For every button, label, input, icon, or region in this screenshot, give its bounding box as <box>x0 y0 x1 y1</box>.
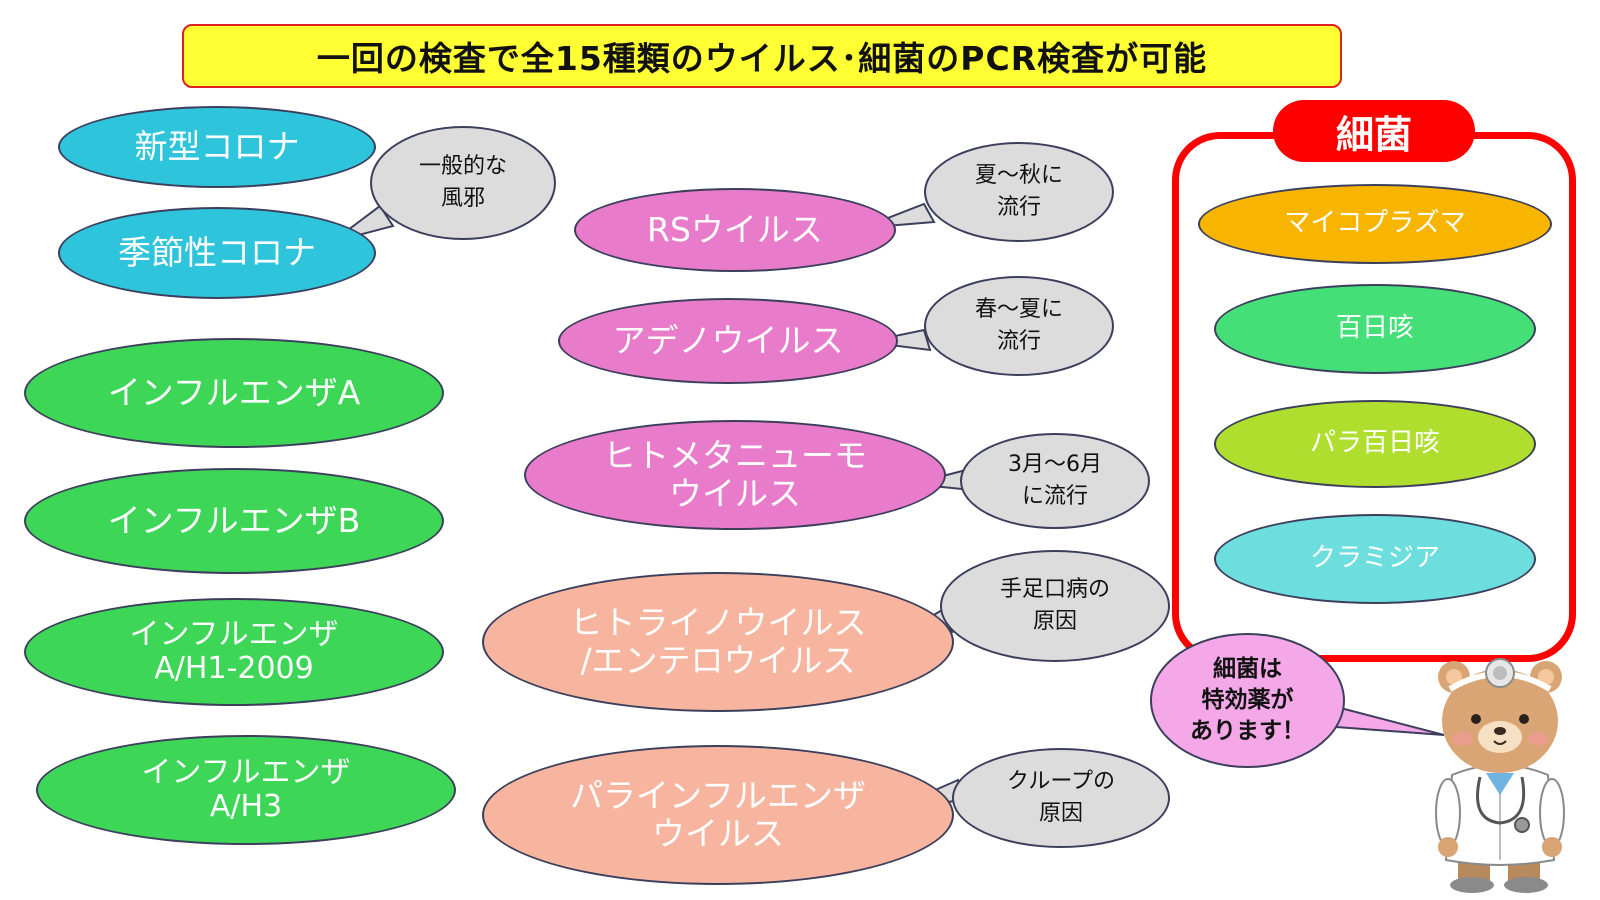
page-title: 一回の検査で全15種類のウイルス･細菌のPCR検査が可能 <box>316 39 1208 78</box>
bear-doctor-icon <box>1435 658 1565 893</box>
note-march-june: 3月～6月 に流行 <box>960 433 1150 529</box>
virus-rs: RSウイルス <box>574 188 896 272</box>
bacteria-mycoplasma: マイコプラズマ <box>1198 184 1552 264</box>
virus-new-corona: 新型コロナ <box>58 106 376 188</box>
title-banner: 一回の検査で全15種類のウイルス･細菌のPCR検査が可能 <box>182 24 1342 88</box>
bacteria-parapertussis: パラ百日咳 <box>1214 400 1536 488</box>
virus-adeno: アデノウイルス <box>558 298 898 384</box>
bacteria-chlamydia: クラミジア <box>1214 514 1536 604</box>
note-spring-summer: 春～夏に 流行 <box>924 276 1114 376</box>
virus-rhino-entero: ヒトライノウイルス /エンテロウイルス <box>482 572 954 712</box>
bacteria-pertussis: 百日咳 <box>1214 284 1536 374</box>
note-summer-autumn: 夏～秋に 流行 <box>924 142 1114 242</box>
virus-influenza-b: インフルエンザB <box>24 468 444 574</box>
virus-metapneumo: ヒトメタニューモ ウイルス <box>524 420 946 530</box>
virus-influenza-a-h3: インフルエンザ A/H3 <box>36 735 456 845</box>
virus-seasonal-corona: 季節性コロナ <box>58 207 376 299</box>
note-croup: クループの 原因 <box>952 748 1170 848</box>
virus-influenza-a-h1: インフルエンザ A/H1-2009 <box>24 598 444 706</box>
bacteria-heading: 細菌 <box>1273 100 1475 162</box>
note-common-cold: 一般的な 風邪 <box>370 126 556 240</box>
note-hfmd: 手足口病の 原因 <box>940 550 1170 662</box>
virus-parainfluenza: パラインフルエンザ ウイルス <box>482 745 954 885</box>
virus-influenza-a: インフルエンザA <box>24 338 444 448</box>
doctor-note: 細菌は 特効薬が あります！ <box>1150 633 1345 768</box>
